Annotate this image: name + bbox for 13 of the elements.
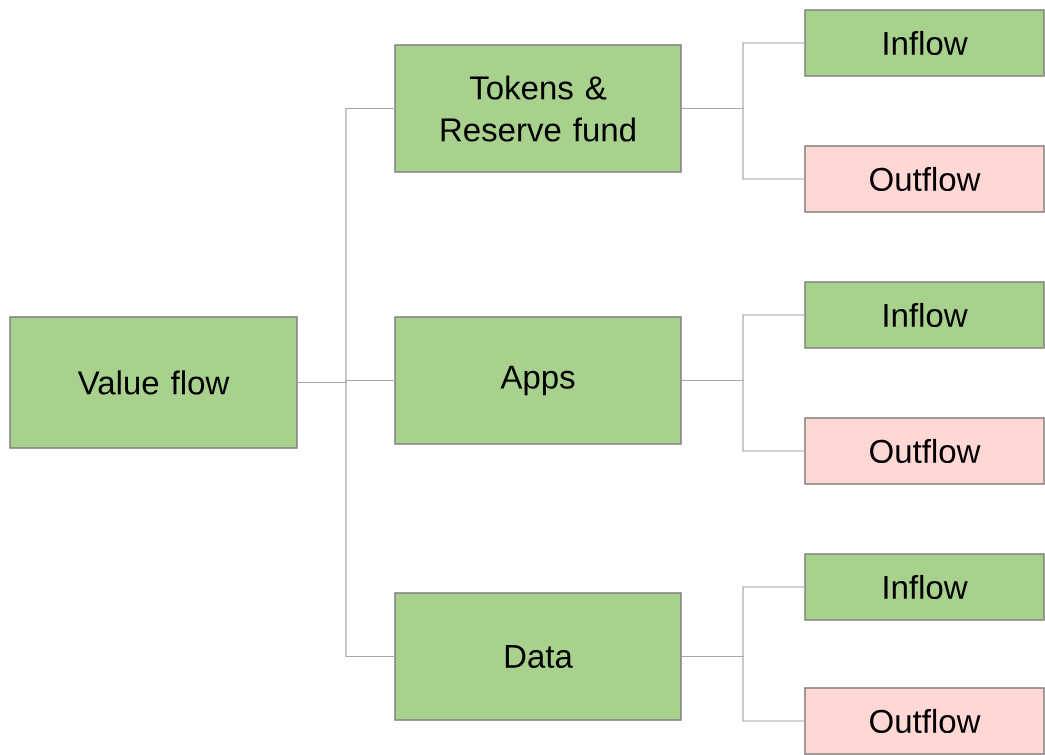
category-box: Inflow [804, 9, 1045, 77]
category-box: Outflow [804, 687, 1045, 755]
category-box: Tokens & Reserve fund [394, 44, 682, 173]
category-box: Data [394, 592, 682, 721]
connector-line [681, 107, 805, 180]
category-box: Outflow [804, 417, 1045, 485]
category-box: Outflow [804, 145, 1045, 213]
category-box: Value flow [9, 316, 298, 449]
category-box: Apps [394, 316, 682, 445]
connector-line [681, 655, 805, 722]
category-box: Inflow [804, 281, 1045, 349]
connector-line [681, 379, 805, 452]
category-box: Inflow [804, 553, 1045, 621]
